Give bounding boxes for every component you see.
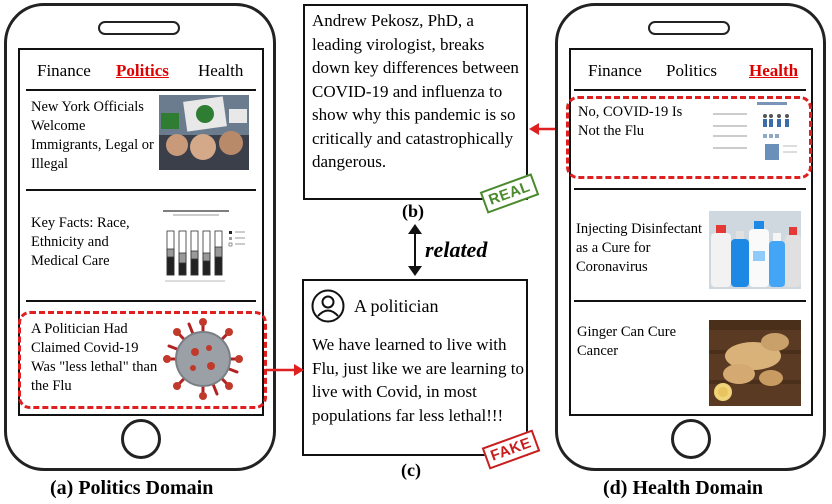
protest-image — [159, 95, 249, 170]
divider — [574, 188, 806, 190]
fake-post-author: A politician — [354, 296, 439, 316]
tab-health[interactable]: Health — [198, 61, 244, 80]
news-item-ginger[interactable]: Ginger Can Cure Cancer — [577, 324, 677, 359]
left-phone-home-button[interactable] — [121, 419, 161, 459]
fake-post-box — [302, 279, 528, 456]
ginger-image — [709, 320, 801, 406]
label-c: (c) — [401, 460, 421, 480]
person-icon — [311, 289, 345, 323]
label-b: (b) — [402, 201, 424, 221]
divider — [574, 300, 806, 302]
bottles-image — [709, 211, 801, 289]
real-post-box — [303, 4, 528, 200]
related-arrow — [408, 224, 422, 276]
news-item-immigrants[interactable]: New York Officials Welcome Immigrants, L… — [31, 99, 154, 172]
infographic-image — [707, 100, 802, 168]
news-item-key-facts[interactable]: Key Facts: Race, Ethnicity and Medical C… — [31, 215, 130, 269]
divider — [574, 89, 806, 91]
tab-finance[interactable]: Finance — [588, 61, 642, 80]
left-phone-speaker — [98, 21, 180, 35]
virus-image — [161, 316, 245, 402]
caption-health-domain: (d) Health Domain — [603, 477, 763, 499]
right-phone-home-button[interactable] — [671, 419, 711, 459]
divider — [26, 189, 256, 191]
related-label: related — [425, 237, 488, 262]
highlight-box-politics — [18, 311, 267, 409]
tab-health[interactable]: Health — [749, 61, 799, 80]
arrow-to-fake-post — [266, 364, 304, 376]
highlight-box-health — [566, 96, 812, 179]
divider — [26, 89, 256, 91]
divider — [26, 300, 256, 302]
caption-politics-domain: (a) Politics Domain — [50, 477, 214, 499]
news-item-disinfectant[interactable]: Injecting Disinfectant as a Cure for Cor… — [576, 221, 703, 275]
bar-chart-image — [159, 207, 249, 287]
news-item-covid-not-flu[interactable]: No, COVID-19 Is Not the Flu — [578, 104, 683, 139]
news-item-politician-flu[interactable]: A Politician Had Claimed Covid-19 Was "l… — [31, 321, 158, 394]
tab-politics[interactable]: Politics — [666, 61, 718, 80]
tab-finance[interactable]: Finance — [37, 61, 91, 80]
real-post-text: Andrew Pekosz, PhD, a leading virologist… — [312, 11, 519, 171]
right-phone-speaker — [648, 21, 730, 35]
tab-politics[interactable]: Politics — [116, 61, 169, 80]
fake-post-text: We have learned to live with Flu, just l… — [312, 335, 524, 425]
